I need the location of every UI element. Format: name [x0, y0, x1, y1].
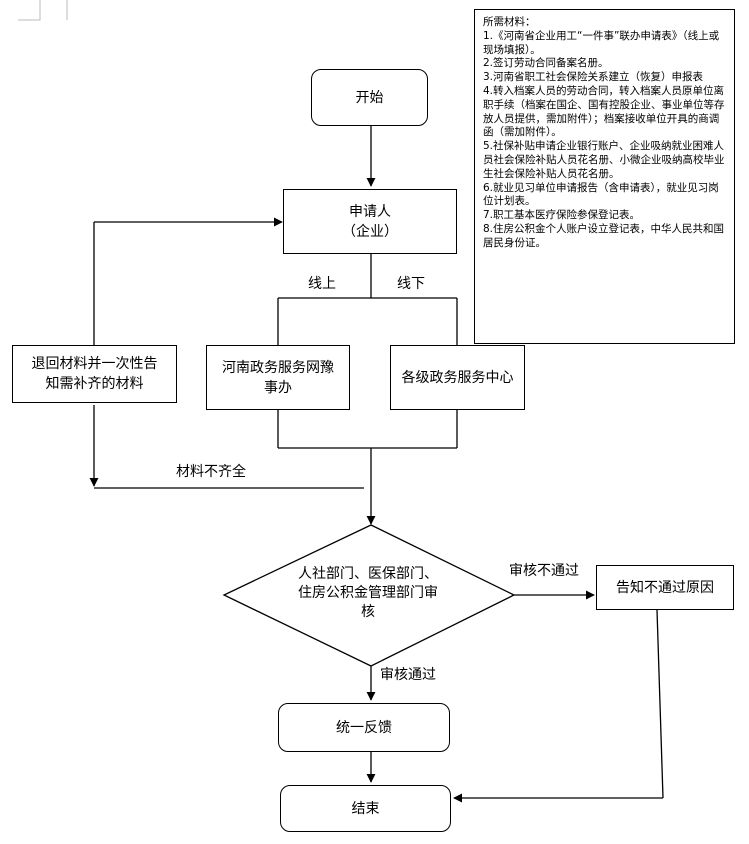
online-edge-label: 线上	[308, 276, 336, 292]
applicant-sublabel: （企业）	[342, 223, 398, 240]
materials-item-6: 6.就业见习单位申请报告（含申请表），就业见习岗位计划表。	[483, 181, 719, 208]
notify-reason-label: 告知不通过原因	[616, 579, 714, 596]
review-label: 人社部门、医保部门、住房公积金管理部门审核	[298, 566, 438, 620]
review-pass-edge-label: 审核通过	[380, 667, 436, 683]
return-materials-node: 退回材料并一次性告知需补齐的材料	[12, 345, 177, 403]
notify-reason-node: 告知不通过原因	[596, 565, 734, 610]
online-channel-label: 河南政务服务网豫事办	[222, 359, 334, 396]
materials-item-2: 2.签订劳动合同备案名册。	[483, 57, 609, 70]
materials-item-1: 1.《河南省企业用工“一件事”联办申请表》（线上或现场填报）。	[483, 29, 720, 56]
materials-item-8: 8.住房公积金个人账户设立登记表，中华人民共和国居民身份证。	[483, 222, 725, 249]
materials-title: 所需材料：	[483, 16, 536, 28]
end-label: 结束	[351, 800, 380, 817]
return-materials-label: 退回材料并一次性告知需补齐的材料	[31, 356, 158, 392]
unified-feedback-label: 统一反馈	[336, 719, 392, 736]
materials-item-7: 7.职工基本医疗保险参保登记表。	[483, 209, 641, 222]
required-materials-box: 所需材料： 1.《河南省企业用工“一件事”联办申请表》（线上或现场填报）。 2.…	[474, 9, 735, 344]
online-channel-node: 河南政务服务网豫事办	[206, 345, 350, 410]
incomplete-edge-label: 材料不齐全	[176, 464, 246, 480]
start-label: 开始	[355, 89, 384, 106]
applicant-node: 申请人 （企业）	[283, 189, 457, 254]
start-node: 开始	[311, 69, 428, 126]
review-diamond	[222, 524, 516, 667]
materials-item-4: 4.转入档案人员的劳动合同，转入档案人员原单位离职手续（档案在国企、国有控股企业…	[483, 84, 725, 139]
unified-feedback-node: 统一反馈	[278, 703, 450, 752]
materials-item-5: 5.社保补贴申请企业银行账户、企业吸纳就业困难人员社会保险补贴人员花名册、小微企…	[483, 140, 725, 180]
offline-channel-node: 各级政务服务中心	[390, 345, 525, 410]
applicant-label: 申请人	[349, 203, 391, 220]
end-node: 结束	[280, 785, 451, 832]
offline-channel-label: 各级政务服务中心	[401, 369, 514, 386]
offline-edge-label: 线下	[397, 276, 425, 292]
materials-item-3: 3.河南省职工社会保险关系建立（恢复）申报表	[483, 71, 704, 84]
review-fail-edge-label: 审核不通过	[509, 563, 579, 579]
